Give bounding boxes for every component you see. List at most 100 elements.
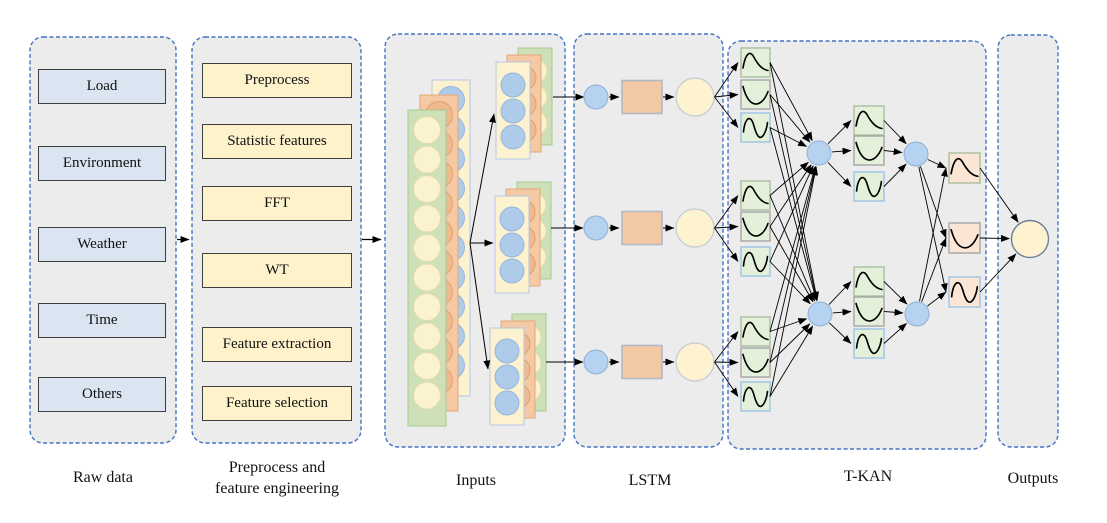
card-node [499,232,525,258]
arrow-line [769,165,814,262]
card-node [413,322,441,351]
pre-box-statistic-features: Statistic features [202,124,352,159]
arrow-line [714,331,739,363]
arrow-line [714,91,739,99]
card-node [500,124,526,150]
raw-data-box-load: Load [38,69,166,104]
card-node [413,263,441,292]
arrow-line [883,281,908,305]
activation-curve [742,85,769,105]
tkan-output-activations [948,152,981,308]
lstm-output-node [675,208,715,248]
arrow-line [919,167,948,302]
activation-box [853,105,885,136]
arrow-line [769,323,811,363]
lstm-block [621,79,663,115]
activation-curve [855,302,883,322]
input-tensor-stack [407,79,471,427]
card-node [500,72,526,98]
arrow-line [769,94,811,143]
activation-curve [855,141,883,161]
arrow-line [832,308,852,316]
arrow-line [883,163,907,187]
arrow-line [469,113,496,244]
activation-curve [742,217,769,237]
activation-curve [950,228,979,249]
card-node [413,204,441,233]
activation-curve [742,321,769,341]
lstm-block [621,210,663,246]
activation-box [740,316,771,347]
arrow-line [714,62,739,98]
lstm-block [621,344,663,380]
lstm-cell-row [583,342,715,382]
input-window-stack-2 [494,181,552,294]
arrow-line [828,281,852,305]
activation-box [740,381,771,412]
card-node [413,293,441,321]
kan-hidden-node [903,141,929,167]
card-node [499,258,525,284]
label-outputs: Outputs [1007,470,1059,487]
arrow-line [769,127,818,301]
arrow-line [883,120,907,145]
arrow-line [829,322,852,344]
arrow-line [979,167,1019,223]
lstm-output-node [675,342,715,382]
card-node [413,352,441,380]
label-inputs: Inputs [456,472,496,489]
lstm-cell-row [583,77,715,117]
arrow-line [827,162,852,187]
label-preprocess: Preprocess and feature engineering [187,457,367,499]
arrow-line [714,358,739,366]
arrow-line [769,261,811,305]
label-preprocess-line2: feature engineering [215,480,339,497]
card-node [499,206,525,232]
activation-curve [855,110,883,130]
label-lstm: LSTM [628,472,672,489]
arrow-line [769,127,808,147]
kan-hidden-node [806,140,832,166]
pre-box-feature-extraction: Feature extraction [202,327,352,362]
card-node [413,145,441,174]
raw-data-box-weather: Weather [38,227,166,262]
arrow-line [769,195,815,302]
activation-curve [855,176,883,198]
arrow-line [714,223,739,231]
arrow-line [919,166,947,239]
arrow-line [979,234,1011,242]
lstm-cell-row [583,208,715,248]
arrow-line [883,308,904,316]
arrow-line [979,253,1017,293]
lstm-input-node [583,215,609,241]
activation-curve [742,52,769,72]
raw-data-box-time: Time [38,303,166,338]
lstm-output-node [675,77,715,117]
activation-box [740,112,771,143]
label-tkan: T-KAN [843,468,893,485]
activation-curve [950,157,979,178]
activation-curve [855,271,883,291]
lstm-input-node [583,349,609,375]
arrow-line [831,147,852,155]
input-window-stack-3 [489,313,547,426]
pre-box-wt: WT [202,253,352,288]
arrow-line [769,325,814,397]
arrow-line [769,166,817,332]
card-node [500,98,526,124]
activation-curve [742,185,769,205]
pre-box-feature-selection: Feature selection [202,386,352,421]
raw-data-box-environment: Environment [38,146,166,181]
activation-curve [742,386,769,408]
arrow-line [769,94,819,301]
activation-box [740,180,771,211]
activation-box [853,328,885,359]
card-node [413,175,441,203]
arrow-line [714,96,739,128]
activation-box [740,47,771,78]
arrow-line [921,237,947,303]
card-node [494,338,520,364]
arrow-line [769,164,812,227]
